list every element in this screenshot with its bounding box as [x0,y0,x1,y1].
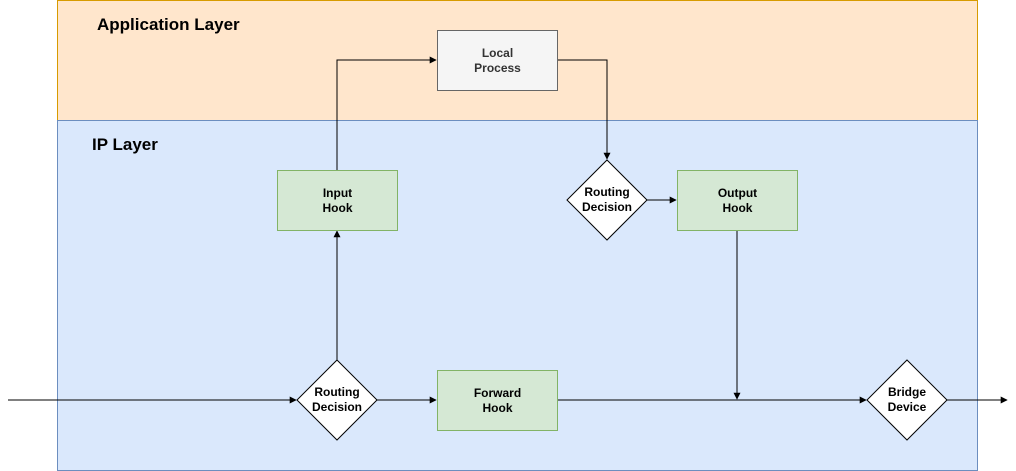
forward-hook-box: Forward Hook [437,370,558,431]
arrow-local-process-to-routing [557,59,611,160]
bridge-device-label: Bridge Device [887,385,927,414]
application-layer-title: Application Layer [97,15,240,34]
forward-hook-label: Forward Hook [473,385,522,415]
routing-decision-top-label: Routing Decision [581,185,632,214]
bridge-device-diamond [866,359,948,441]
routing-decision-bottom-diamond [296,359,378,441]
routing-decision-bottom-label: Routing Decision [311,385,362,414]
ip-layer-title: IP Layer [92,135,158,154]
output-hook-label: Output Hook [717,185,758,215]
local-process-box: Local Process [437,30,558,91]
input-hook-box: Input Hook [277,170,398,231]
output-hook-box: Output Hook [677,170,798,231]
arrow-input-hook-to-local-process [336,56,437,170]
routing-decision-top-diamond [566,159,648,241]
input-hook-label: Input Hook [322,185,353,215]
local-process-label: Local Process [474,45,521,75]
